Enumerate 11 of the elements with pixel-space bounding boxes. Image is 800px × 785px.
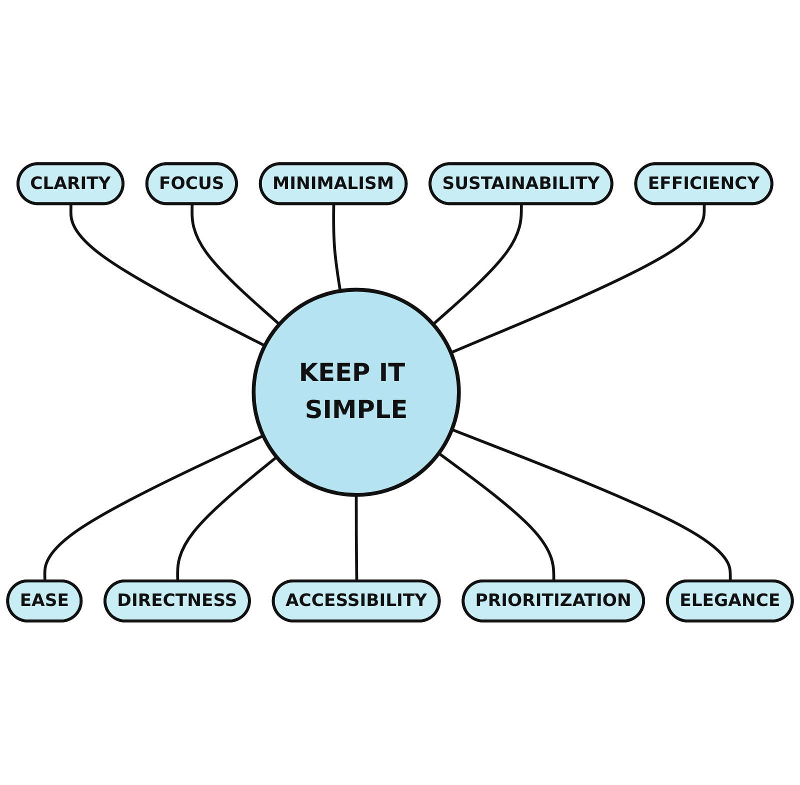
connector bbox=[43, 434, 264, 582]
connector bbox=[451, 428, 732, 582]
connector bbox=[438, 452, 556, 582]
connector bbox=[354, 495, 358, 582]
connector bbox=[176, 456, 278, 582]
node-circle: KEEP IT SIMPLE bbox=[252, 288, 461, 498]
connector bbox=[190, 204, 280, 326]
connector bbox=[450, 204, 706, 354]
connector bbox=[432, 204, 523, 326]
connector bbox=[69, 204, 266, 348]
connector bbox=[332, 204, 342, 292]
